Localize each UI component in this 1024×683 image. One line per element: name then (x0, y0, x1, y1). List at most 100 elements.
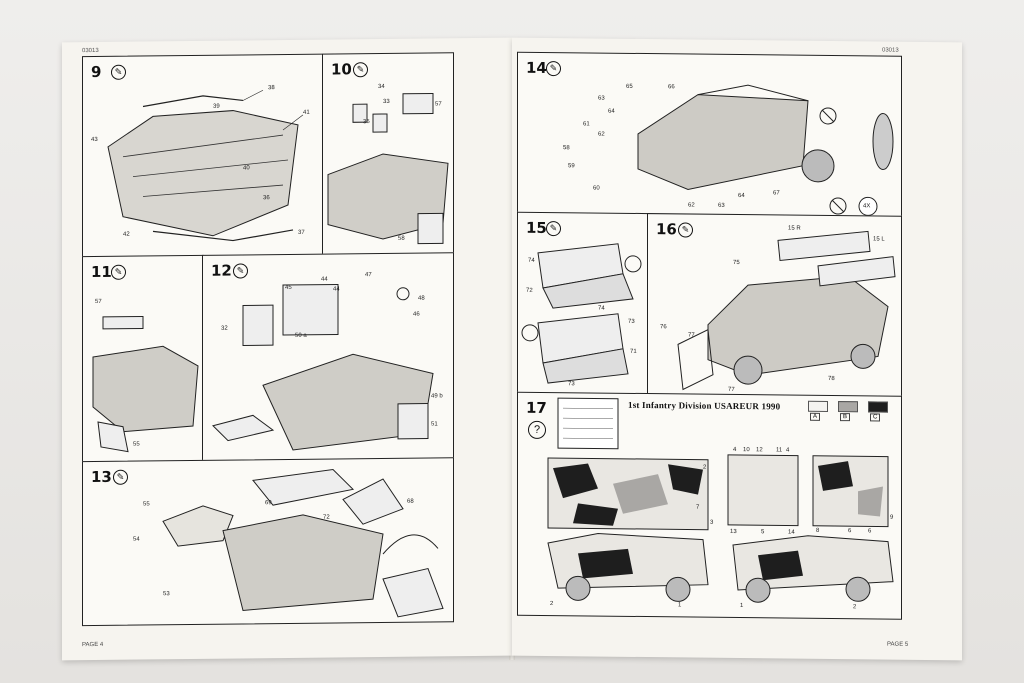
callout: 9 (890, 514, 894, 521)
callout: 6 (868, 528, 872, 535)
step-9-panel: 9 ✎ 38 39 41 40 36 42 37 43 (82, 53, 324, 259)
callout: 54 (133, 536, 140, 543)
callout: 68 (407, 498, 414, 505)
step-14-panel: 14 ✎ 65 66 63 64 61 62 58 59 60 62 (517, 51, 902, 218)
callout: 1 (740, 603, 744, 610)
callout: 47 (365, 272, 372, 279)
callout: 4 (786, 447, 790, 454)
step-10-drawing (327, 92, 449, 245)
callout: 64 (738, 193, 745, 200)
step-10-panel: 10 ✎ 34 33 57 35 58 (322, 52, 454, 256)
step-13-drawing (162, 468, 444, 618)
callout: 2 (550, 601, 554, 608)
step-16-panel: 16 ✎ 15 R 15 L 75 76 77 78 77 (647, 213, 902, 398)
step-17-drawing (547, 397, 894, 603)
callout: 10 (743, 447, 750, 454)
callout: 49 b (431, 393, 443, 400)
callout: 34 (378, 83, 385, 91)
callout: 73 (568, 381, 575, 388)
step-14-drawing (637, 84, 894, 216)
right-kit-code: 03013 (882, 47, 899, 54)
callout: 1 (678, 602, 682, 609)
step-11-panel: 11 ✎ 57 55 (82, 254, 204, 464)
callout: 12 (756, 447, 763, 454)
callout: 11 (776, 447, 783, 454)
callout: 41 (303, 109, 310, 116)
step-15-panel: 15 ✎ 74 72 74 73 71 73 (517, 211, 649, 396)
callout: 72 (323, 514, 330, 521)
left-instruction-page: 03013 9 ✎ 38 39 41 40 36 42 37 43 10 (62, 37, 512, 661)
callout: 50 a (295, 332, 307, 339)
callout: 15 R (788, 225, 801, 232)
callout: 71 (630, 348, 637, 355)
callout: 62 (688, 202, 695, 209)
callout: 61 (583, 121, 590, 128)
callout: 4 (733, 446, 737, 453)
callout: 67 (773, 190, 780, 197)
callout: 63 (718, 202, 725, 209)
callout: 15 L (873, 236, 885, 243)
callout: 2 (853, 604, 857, 611)
step-11-drawing (92, 316, 199, 453)
callout: 59 (568, 163, 575, 170)
step-17-panel: 17 ? 1st Infantry Division USAREUR 1990 … (517, 391, 902, 620)
callout: 78 (828, 375, 835, 383)
callout: 55 (143, 501, 150, 508)
callout: 46 (413, 311, 420, 318)
callout: 76 (660, 324, 667, 331)
callout: 43 (91, 136, 98, 144)
right-instruction-page: 03013 14 ✎ 65 66 63 64 61 62 58 59 (512, 37, 962, 661)
callout: 7 (696, 504, 700, 511)
callout: 58 (563, 145, 570, 152)
callout: 53 (163, 591, 170, 598)
callout: 73 (628, 318, 635, 325)
callout: 37 (298, 229, 305, 236)
callout: 62 (598, 131, 605, 138)
callout: 74 (528, 257, 535, 264)
step-9-drawing (107, 89, 304, 242)
callout: 69 (265, 500, 272, 507)
callout: 63 (598, 95, 605, 102)
callout: 51 (431, 421, 438, 428)
callout: 32 (221, 325, 228, 332)
callout: 13 (730, 528, 737, 535)
step-13-panel: 13 ✎ 69 68 55 72 54 53 (82, 457, 454, 627)
step-15-drawing (521, 243, 642, 384)
callout: 6 (848, 528, 852, 535)
callout: 57 (95, 298, 102, 306)
callout: 8 (816, 527, 820, 534)
callout: 58 (398, 235, 405, 242)
callout: 77 (728, 386, 735, 393)
callout: 45 (285, 284, 292, 292)
callout: 40 (243, 165, 250, 172)
callout: 39 (213, 103, 220, 110)
callout: 48 (418, 295, 425, 302)
callout: 36 (263, 195, 270, 202)
callout: 44 (333, 286, 340, 293)
callout: 38 (268, 85, 275, 92)
callout: 42 (123, 231, 130, 238)
step-16-drawing (677, 230, 896, 391)
callout: 64 (608, 108, 615, 115)
callout: 44 (321, 276, 328, 283)
callout: 75 (733, 259, 740, 267)
callout: 72 (526, 287, 533, 294)
left-page-number: PAGE 4 (82, 641, 104, 649)
callout: 55 (133, 441, 140, 448)
callout: 33 (383, 98, 390, 105)
step-12-drawing (212, 283, 434, 451)
callout: 66 (668, 84, 675, 91)
callout: 74 (598, 305, 605, 312)
step-12-panel: 12 ✎ 44 44 47 48 45 46 32 50 a 49 b 51 (202, 252, 454, 462)
callout: 65 (626, 83, 633, 90)
callout: 60 (593, 185, 600, 192)
left-kit-code: 03013 (82, 47, 99, 55)
callout: 5 (761, 529, 765, 536)
callout: 35 (363, 119, 370, 126)
right-page-number: PAGE 5 (887, 641, 909, 648)
callout: 14 (788, 529, 795, 536)
callout: 57 (435, 101, 442, 108)
callout: 77 (688, 332, 695, 339)
callout: 3 (710, 519, 714, 526)
